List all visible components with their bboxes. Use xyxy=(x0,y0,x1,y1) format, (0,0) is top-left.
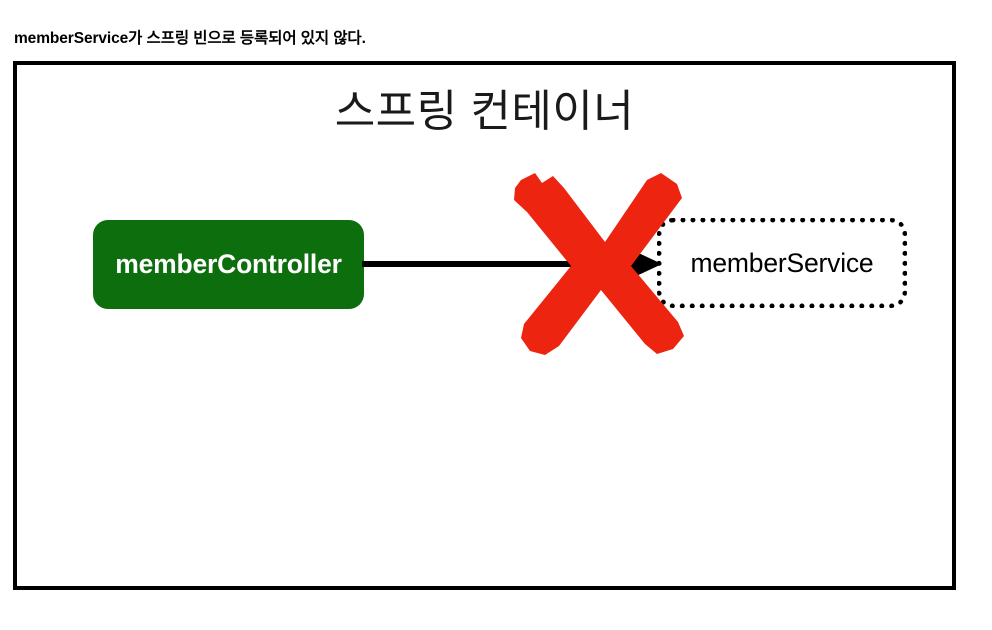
spring-container-heading: 스프링 컨테이너 xyxy=(334,87,635,136)
spring-container-frame: 스프링 컨테이너 memberController memberService xyxy=(13,61,956,590)
bean-node-member-service: memberService xyxy=(657,218,907,308)
red-x-mark-shape xyxy=(514,173,684,355)
bean-node-member-service-label: memberService xyxy=(690,247,874,278)
red-x-mark-icon xyxy=(514,173,684,355)
figure-caption: memberService가 스프링 빈으로 등록되어 있지 않다. xyxy=(14,30,366,47)
bean-node-member-controller-label: memberController xyxy=(115,249,342,279)
bean-node-member-controller: memberController xyxy=(93,220,364,309)
